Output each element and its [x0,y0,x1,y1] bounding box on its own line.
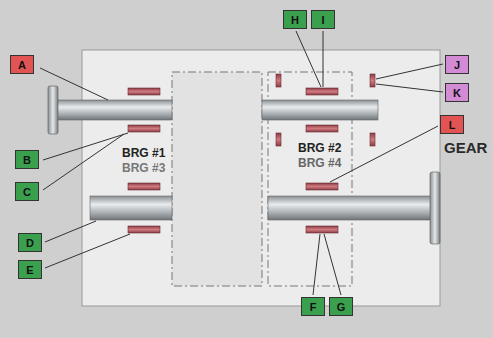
bearing-label: BRG #4 [296,157,343,170]
callout-box: E [18,260,42,279]
callout-letter: C [23,186,31,198]
shaft [262,100,378,120]
callout-box: F [301,297,325,316]
shaft [56,100,172,120]
housing-panel [82,50,440,306]
bearing-label: BRG #2 [296,142,343,155]
part-label: GEAR [442,140,489,157]
callout-letter: J [454,59,460,71]
callout-letter: L [449,119,456,131]
callout-letter: I [321,14,324,26]
callout-letter: A [18,59,26,71]
bearing-label: BRG #3 [120,162,167,175]
callout-box: B [15,150,39,169]
coupling-flange [48,86,58,134]
callout-letter: G [337,301,346,313]
callout-box: L [440,115,464,134]
leader-lines [40,31,443,295]
callout-box: A [10,55,34,74]
callout-box: G [329,297,353,316]
callout-box: D [18,233,42,252]
coupling-flange [430,172,440,244]
callout-box: H [283,10,307,29]
callout-box: J [445,55,469,74]
callout-letter: K [453,87,461,99]
shaft [90,196,172,220]
callout-box: K [445,83,469,102]
callout-letter: E [26,264,33,276]
bearing-label: BRG #1 [120,147,167,160]
callout-box: I [311,10,335,29]
callout-box: C [15,182,39,201]
gear-region [172,72,262,286]
callout-letter: D [26,237,34,249]
callout-letter: B [23,154,31,166]
callout-letter: H [291,14,299,26]
callout-letter: F [310,301,317,313]
shaft [268,196,432,220]
